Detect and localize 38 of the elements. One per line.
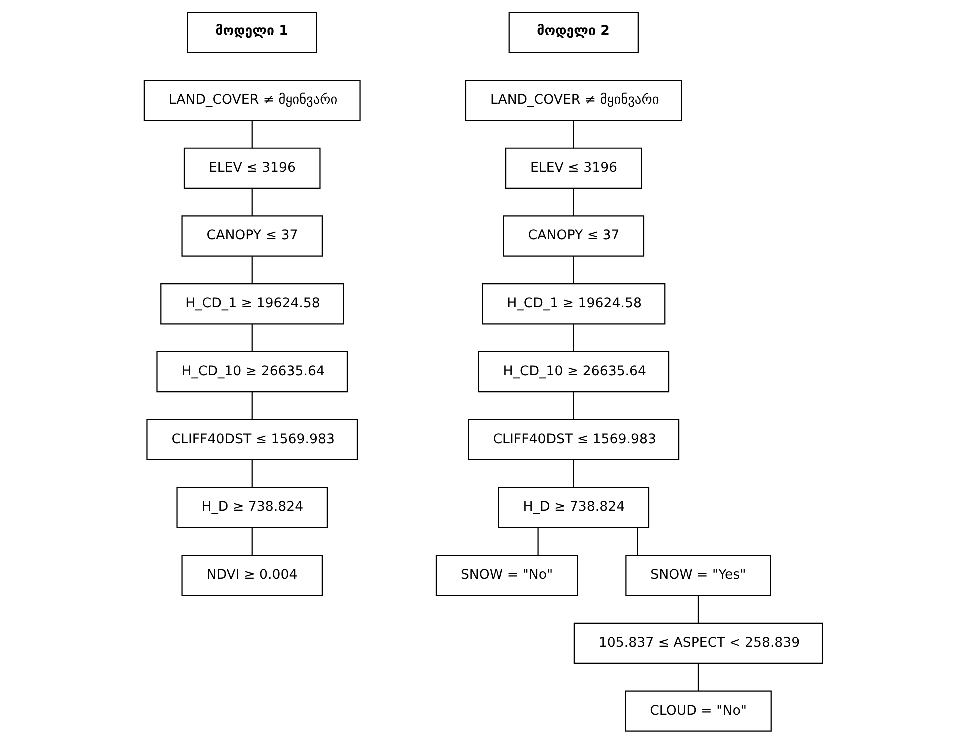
connector	[252, 256, 253, 284]
node-box: H_CD_10 ≥ 26635.64	[156, 351, 348, 393]
node-box: LAND_COVER ≠ მყინვარი	[465, 80, 682, 122]
node-box: H_D ≥ 738.824	[176, 487, 328, 528]
node-box: CANOPY ≤ 37	[182, 216, 324, 257]
connector	[252, 324, 253, 352]
connector	[252, 528, 253, 556]
connector	[573, 256, 574, 284]
node-box: მოდელი 1	[187, 12, 318, 54]
node-box: CANOPY ≤ 37	[503, 216, 645, 257]
connector	[252, 392, 253, 420]
node-box: SNOW = "Yes"	[626, 555, 772, 596]
node-box: CLIFF40DST ≤ 1569.983	[146, 419, 358, 460]
node-box: 105.837 ≤ ASPECT < 258.839	[574, 622, 824, 664]
connector	[698, 596, 700, 624]
connector	[573, 188, 574, 216]
node-box: H_D ≥ 738.824	[498, 487, 650, 528]
connector	[252, 460, 253, 488]
node-box: ELEV ≤ 3196	[505, 148, 642, 189]
connector	[573, 324, 574, 352]
node-box: SNOW = "No"	[436, 555, 578, 596]
connector	[252, 120, 253, 148]
node-box: NDVI ≥ 0.004	[182, 555, 324, 596]
node-box: H_CD_1 ≥ 19624.58	[160, 284, 344, 325]
node-box: ELEV ≤ 3196	[184, 148, 321, 189]
connector	[252, 188, 253, 216]
node-box: LAND_COVER ≠ მყინვარი	[144, 80, 361, 122]
connector	[573, 392, 574, 420]
node-box: H_CD_1 ≥ 19624.58	[482, 284, 666, 325]
connector	[698, 664, 700, 691]
connector	[538, 528, 539, 556]
node-box: CLOUD = "No"	[625, 690, 772, 732]
node-box: H_CD_10 ≥ 26635.64	[478, 351, 670, 393]
connector	[637, 528, 638, 556]
node-box: CLIFF40DST ≤ 1569.983	[468, 419, 680, 460]
connector	[573, 460, 574, 488]
node-box: მოდელი 2	[508, 12, 639, 54]
connector	[573, 120, 574, 148]
